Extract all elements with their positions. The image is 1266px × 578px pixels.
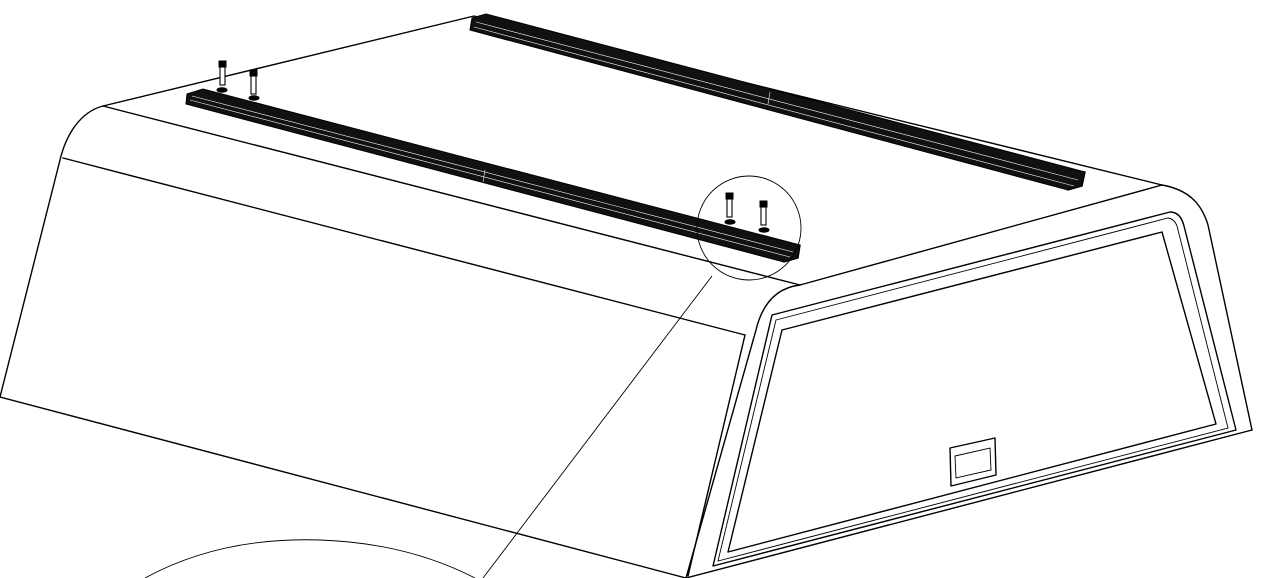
detail-leader-line: [482, 275, 713, 578]
mounting-bolts-right: [724, 192, 770, 233]
rear-lower-edge: [685, 429, 1253, 578]
front-shoulder: [0, 105, 104, 398]
rear-roof-rail: [469, 13, 1086, 191]
detail-callout-circle: [696, 175, 802, 281]
detail-magnified-circle: [144, 539, 476, 578]
bolt: [724, 192, 736, 225]
roof-back-edge: [102, 15, 1163, 186]
front-roof-rail: [185, 88, 801, 263]
bolt: [248, 69, 260, 101]
roof-rear-edge: [799, 184, 1163, 286]
cap-shell: [0, 15, 1253, 578]
rear-right-shoulder: [1161, 184, 1253, 431]
bolt: [758, 200, 770, 233]
side-bottom-edge: [0, 396, 687, 578]
front-crease-line: [62, 157, 746, 336]
bolt: [216, 60, 228, 93]
rear-window-frame: [712, 211, 1237, 567]
rear-corner-outer: [685, 284, 801, 578]
roof-front-edge: [102, 105, 801, 286]
detail-callout: [144, 175, 802, 578]
mounting-bolts-left: [216, 60, 260, 101]
rear-corner-inner: [687, 334, 746, 577]
tail-latch-handle: [949, 437, 997, 487]
